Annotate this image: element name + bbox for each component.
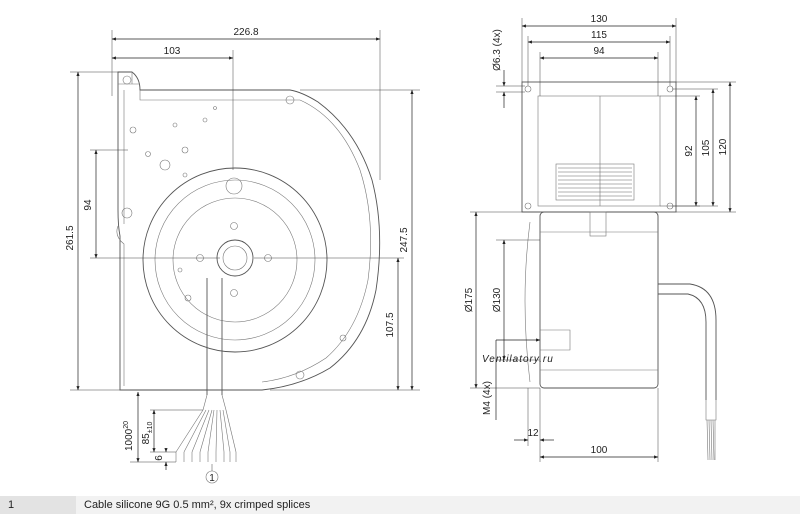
watermark-text: Ventilatory.ru bbox=[482, 354, 554, 365]
dim-130: 130 bbox=[591, 14, 608, 25]
dim-247-5: 247.5 bbox=[399, 227, 410, 252]
dim-d175: Ø175 bbox=[464, 287, 475, 312]
cable-wires bbox=[175, 409, 237, 462]
dim-hole: Ø6.3 (4x) bbox=[492, 29, 503, 71]
dim-105: 105 bbox=[701, 139, 712, 156]
dim-thread: M4 (4x) bbox=[482, 381, 493, 415]
dim-cable-tol: 20 bbox=[123, 421, 130, 429]
svg-text:100020: 100020 bbox=[123, 421, 135, 451]
dim-strip-length: 85 bbox=[141, 433, 152, 445]
dim-100: 100 bbox=[591, 445, 608, 456]
svg-text:85±10: 85±10 bbox=[141, 422, 154, 445]
legend-number: 1 bbox=[0, 496, 76, 514]
dim-261-5: 261.5 bbox=[65, 225, 76, 250]
dim-94-side: 94 bbox=[83, 199, 94, 211]
dim-226-8: 226.8 bbox=[233, 27, 258, 38]
dim-103: 103 bbox=[164, 46, 181, 57]
dim-d130: Ø130 bbox=[492, 287, 503, 312]
side-view: 1 226.8 103 261.5 94 247.5 107.5 bbox=[65, 27, 420, 484]
front-view: 130 115 94 Ø6.3 (4x) 92 105 120 Ø175 bbox=[464, 14, 736, 462]
technical-drawing: 1 226.8 103 261.5 94 247.5 107.5 bbox=[65, 14, 736, 484]
dim-107-5: 107.5 bbox=[385, 312, 396, 337]
dim-94-front: 94 bbox=[593, 46, 605, 57]
legend-row: 1 Cable silicone 9G 0.5 mm², 9x crimped … bbox=[0, 496, 800, 514]
callout-number: 1 bbox=[209, 473, 215, 484]
dim-cable-length: 1000 bbox=[124, 428, 135, 451]
motor-fins bbox=[555, 163, 635, 201]
dim-end-length: 6 bbox=[154, 455, 165, 461]
dim-strip-tol: ±10 bbox=[147, 422, 154, 434]
dim-92: 92 bbox=[684, 145, 695, 157]
dim-115: 115 bbox=[591, 30, 607, 41]
legend-text: Cable silicone 9G 0.5 mm², 9x crimped sp… bbox=[76, 496, 800, 514]
dim-120: 120 bbox=[718, 138, 729, 155]
dim-12: 12 bbox=[527, 428, 539, 439]
